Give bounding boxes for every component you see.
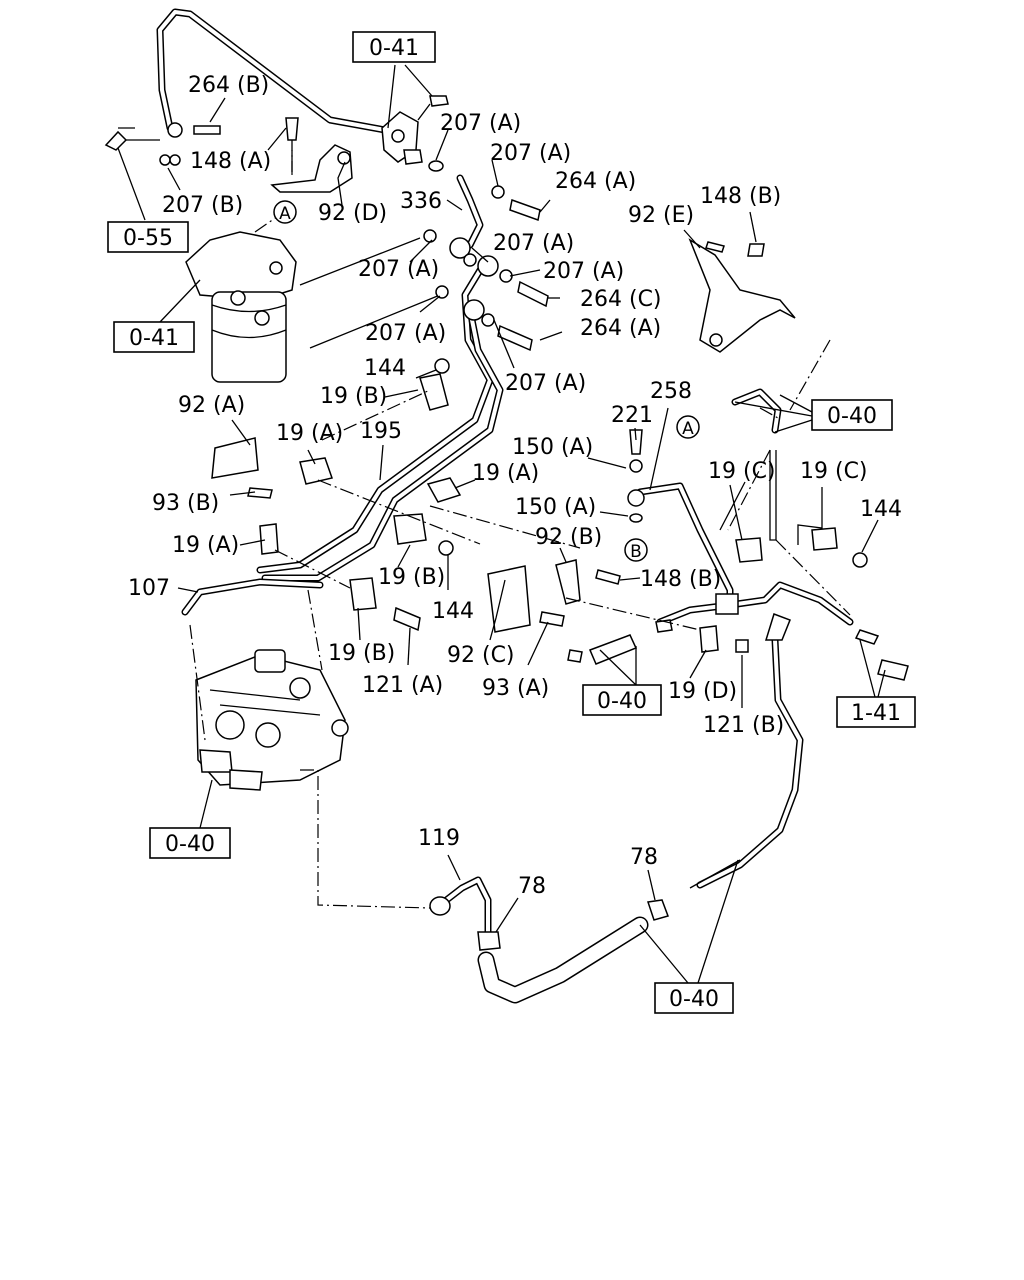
callout-78-1: 78 [518,874,546,899]
callout-93a: 93 (A) [482,676,549,701]
fuel-pipe-107 [181,578,324,616]
callout-144-2: 144 [860,497,902,522]
ref-label: 0-40 [669,987,719,1012]
ref-label: 0-41 [369,36,419,61]
callout-264a-1: 264 (A) [555,169,636,194]
marker-a-filter: A [273,200,297,224]
ref-label: 0-55 [123,226,173,251]
ref-box-0-41-filter[interactable]: 0-41 [113,321,195,353]
callout-19b-1: 19 (B) [320,384,387,409]
callout-207b: 207 (B) [162,193,243,218]
callout-150a-1: 150 (A) [512,435,593,460]
small-fittings-left [104,122,221,166]
vent-pipe [731,388,782,541]
callout-107: 107 [128,576,170,601]
marker-letter: A [279,204,291,224]
callout-92a: 92 (A) [178,393,245,418]
ref-box-0-40-bottom[interactable]: 0-40 [654,982,734,1014]
ref-box-0-40-pump[interactable]: 0-40 [149,827,231,859]
callout-207a-1: 207 (A) [440,111,521,136]
connection-lines [189,150,851,909]
o-rings-and-bolts [423,160,549,352]
fuel-pipe-336 [456,174,484,249]
callout-258: 258 [650,379,692,404]
callout-148b-1: 148 (B) [700,184,781,209]
callout-207a-2: 207 (A) [490,141,571,166]
callout-93b: 93 (B) [152,491,219,516]
callout-221: 221 [611,403,653,428]
callout-19b-3: 19 (B) [328,641,395,666]
ref-label: 0-40 [827,404,877,429]
callout-207a-4: 207 (A) [358,257,439,282]
callout-78-2: 78 [630,845,658,870]
ref-label: 1-41 [851,701,901,726]
callout-264a-2: 264 (A) [580,316,661,341]
ref-label: 0-40 [165,832,215,857]
bracket-92e [688,238,796,353]
fuel-filter-assembly [185,231,441,383]
marker-letter: A [682,419,694,439]
ref-box-0-40-mid[interactable]: 0-40 [582,684,662,716]
ref-box-0-41-top[interactable]: 0-41 [352,31,436,63]
callout-19d: 19 (D) [668,679,737,704]
fuel-injection-pump [195,649,349,791]
callout-195: 195 [360,419,402,444]
callout-148a: 148 (A) [190,149,271,174]
callout-207a-7: 207 (A) [505,371,586,396]
hose-fittings-mid [567,619,909,681]
callout-19c-1: 19 (C) [708,459,776,484]
return-pipe-258 [636,482,854,626]
marker-a-right: A [676,415,700,439]
callout-207a-6: 207 (A) [365,321,446,346]
long-return-hose [696,613,804,889]
leader-lines [117,64,886,984]
ref-label: 0-41 [129,326,179,351]
ref-box-1-41[interactable]: 1-41 [836,696,916,728]
callout-264b: 264 (B) [188,73,269,98]
callout-19a-1: 19 (A) [276,421,343,446]
callout-207a-3: 207 (A) [493,231,574,256]
callout-119: 119 [418,826,460,851]
callout-92d: 92 (D) [318,201,387,226]
joint-block-top [381,95,449,165]
callout-148b-2: 148 (B) [640,567,721,592]
hose-119 [429,876,492,939]
callout-19a-2: 19 (A) [472,461,539,486]
marker-b: B [624,538,648,562]
ref-box-0-40-right[interactable]: 0-40 [811,399,893,431]
ref-box-0-55[interactable]: 0-55 [107,221,189,253]
callout-92e: 92 (E) [628,203,694,228]
callout-264c: 264 (C) [580,287,662,312]
clamps-and-brackets [211,358,868,653]
callout-121b: 121 (B) [703,713,784,738]
callout-19a-3: 19 (A) [172,533,239,558]
callout-144-3: 144 [432,599,474,624]
bracket-92d [270,117,353,193]
callout-336: 336 [400,189,442,214]
callout-92b: 92 (B) [535,525,602,550]
callout-92c: 92 (C) [447,643,515,668]
fuel-hose-bottom [477,859,741,1004]
callout-150a-2: 150 (A) [515,495,596,520]
ref-label: 0-40 [597,689,647,714]
callout-144-1: 144 [364,356,406,381]
callout-19c-2: 19 (C) [800,459,868,484]
part-callouts: 264 (B) 148 (A) 207 (B) 92 (D) 207 (A) 2… [128,73,902,899]
marker-letter: B [630,542,642,562]
callout-19b-2: 19 (B) [378,565,445,590]
callout-121a: 121 (A) [362,673,443,698]
callout-207a-5: 207 (A) [543,259,624,284]
